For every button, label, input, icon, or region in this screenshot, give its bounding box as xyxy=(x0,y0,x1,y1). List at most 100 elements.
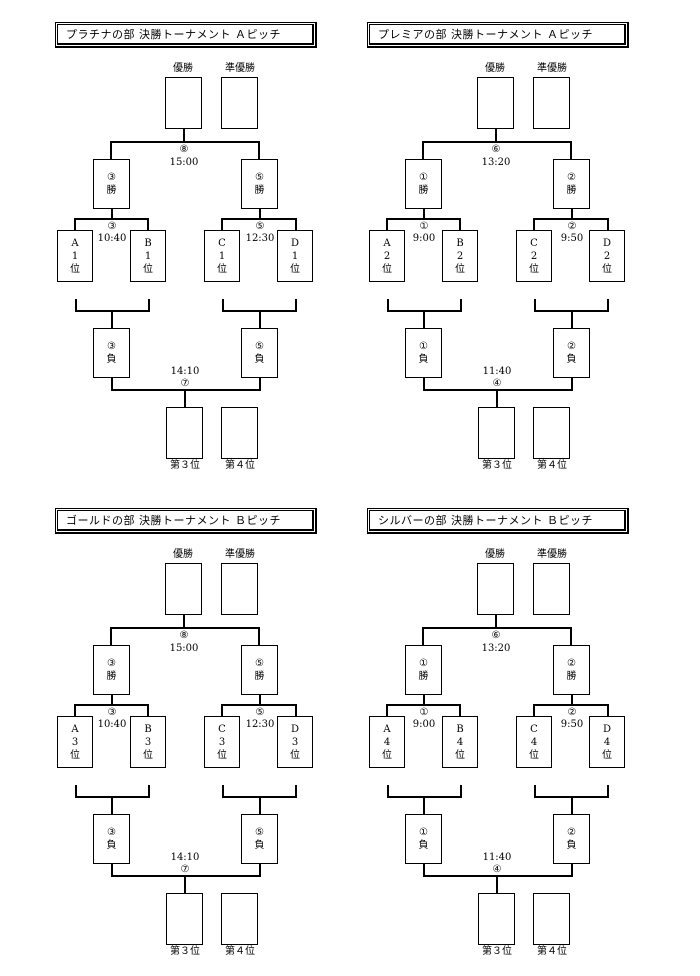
connector-line xyxy=(423,796,425,814)
connector-line xyxy=(259,796,261,814)
connector-line xyxy=(495,615,497,627)
match-time: 14:10 xyxy=(170,366,200,377)
runner-up-slot xyxy=(221,77,258,129)
semifinal-loser-box: ③ 負 xyxy=(93,814,130,864)
connector-line xyxy=(533,218,609,220)
connector-line xyxy=(423,389,573,391)
match-time: 12:30 xyxy=(245,719,275,730)
semifinal-winner-box: ② 勝 xyxy=(553,645,590,695)
connector-line xyxy=(607,299,609,311)
connector-line xyxy=(422,141,572,143)
result-label: 勝 xyxy=(254,185,265,196)
match-number: ③ xyxy=(107,827,116,838)
match-number: ⑤ xyxy=(255,707,265,718)
connector-line xyxy=(221,704,223,716)
connector-line xyxy=(422,141,424,159)
connector-line xyxy=(533,218,535,230)
connector-line xyxy=(147,704,149,716)
connector-line xyxy=(386,218,461,220)
connector-line xyxy=(386,704,388,716)
match-number: ① xyxy=(419,221,429,232)
connector-line xyxy=(423,875,573,877)
match-time: 13:20 xyxy=(481,157,511,168)
connector-line xyxy=(221,218,297,220)
winner-slot xyxy=(165,563,202,615)
match-number: ① xyxy=(419,341,428,352)
result-label: 勝 xyxy=(418,185,429,196)
connector-line xyxy=(460,785,462,797)
third-place-label: 第３位 xyxy=(170,460,200,471)
result-label: 負 xyxy=(106,840,117,851)
connector-line xyxy=(423,209,425,219)
connector-line xyxy=(570,627,572,645)
semifinal-loser-box: ② 負 xyxy=(553,814,590,864)
semifinal-winner-box: ⑤ 勝 xyxy=(241,645,278,695)
connector-line xyxy=(111,864,113,876)
match-number: ⑤ xyxy=(255,827,264,838)
match-number: ① xyxy=(419,827,428,838)
match-number: ③ xyxy=(107,658,116,669)
match-number: ② xyxy=(567,341,576,352)
connector-line xyxy=(607,218,609,230)
connector-line xyxy=(533,704,535,716)
match-number: ⑥ xyxy=(491,630,501,641)
result-label: 勝 xyxy=(254,671,265,682)
runner-up-slot xyxy=(533,563,570,615)
match-number: ⑥ xyxy=(491,144,501,155)
result-label: 勝 xyxy=(106,185,117,196)
third-place-label: 第３位 xyxy=(170,946,200,957)
connector-line xyxy=(386,218,388,230)
match-number: ③ xyxy=(107,341,116,352)
third-place-slot xyxy=(166,893,203,945)
connector-line xyxy=(222,785,224,797)
connector-line xyxy=(460,299,462,311)
result-label: 勝 xyxy=(418,671,429,682)
connector-line xyxy=(183,615,185,627)
fourth-place-label: 第４位 xyxy=(225,460,255,471)
match-number: ⑦ xyxy=(180,378,190,389)
connector-line xyxy=(387,785,389,797)
connector-line xyxy=(259,310,261,328)
connector-line xyxy=(258,141,260,159)
fourth-place-label: 第４位 xyxy=(537,946,567,957)
tournament-bracket: シルバーの部 決勝トーナメント Ｂピッチ 優勝 準優勝 ⑥ 13:20 ① 勝 … xyxy=(367,508,687,958)
semifinal-loser-box: ① 負 xyxy=(405,814,442,864)
connector-line xyxy=(495,129,497,141)
match-time: 15:00 xyxy=(169,643,199,654)
connector-line xyxy=(607,785,609,797)
connector-line xyxy=(259,209,261,219)
fourth-place-slot xyxy=(533,407,570,459)
match-number: ② xyxy=(567,827,576,838)
connector-line xyxy=(110,627,260,629)
tournament-bracket: ゴールドの部 決勝トーナメント Ｂピッチ 優勝 準優勝 ⑧ 15:00 ③ 勝 … xyxy=(55,508,375,958)
connector-line xyxy=(111,695,113,705)
match-number: ③ xyxy=(107,707,117,718)
connector-line xyxy=(571,378,573,390)
connector-line xyxy=(533,704,609,706)
match-number: ② xyxy=(567,707,577,718)
connector-line xyxy=(295,785,297,797)
match-time: 10:40 xyxy=(97,719,127,730)
match-number: ① xyxy=(419,658,428,669)
semifinal-winner-box: ① 勝 xyxy=(405,159,442,209)
match-number: ⑤ xyxy=(255,341,264,352)
connector-line xyxy=(258,627,260,645)
connector-line xyxy=(295,218,297,230)
connector-line xyxy=(571,796,573,814)
connector-line xyxy=(534,785,536,797)
semifinal-loser-box: ① 負 xyxy=(405,328,442,378)
match-time: 12:30 xyxy=(245,233,275,244)
connector-line xyxy=(184,875,186,893)
connector-line xyxy=(148,785,150,797)
match-time: 9:50 xyxy=(560,719,584,730)
semifinal-loser-box: ③ 負 xyxy=(93,328,130,378)
match-time: 9:00 xyxy=(412,233,436,244)
match-time: 9:00 xyxy=(412,719,436,730)
runner-up-slot xyxy=(533,77,570,129)
